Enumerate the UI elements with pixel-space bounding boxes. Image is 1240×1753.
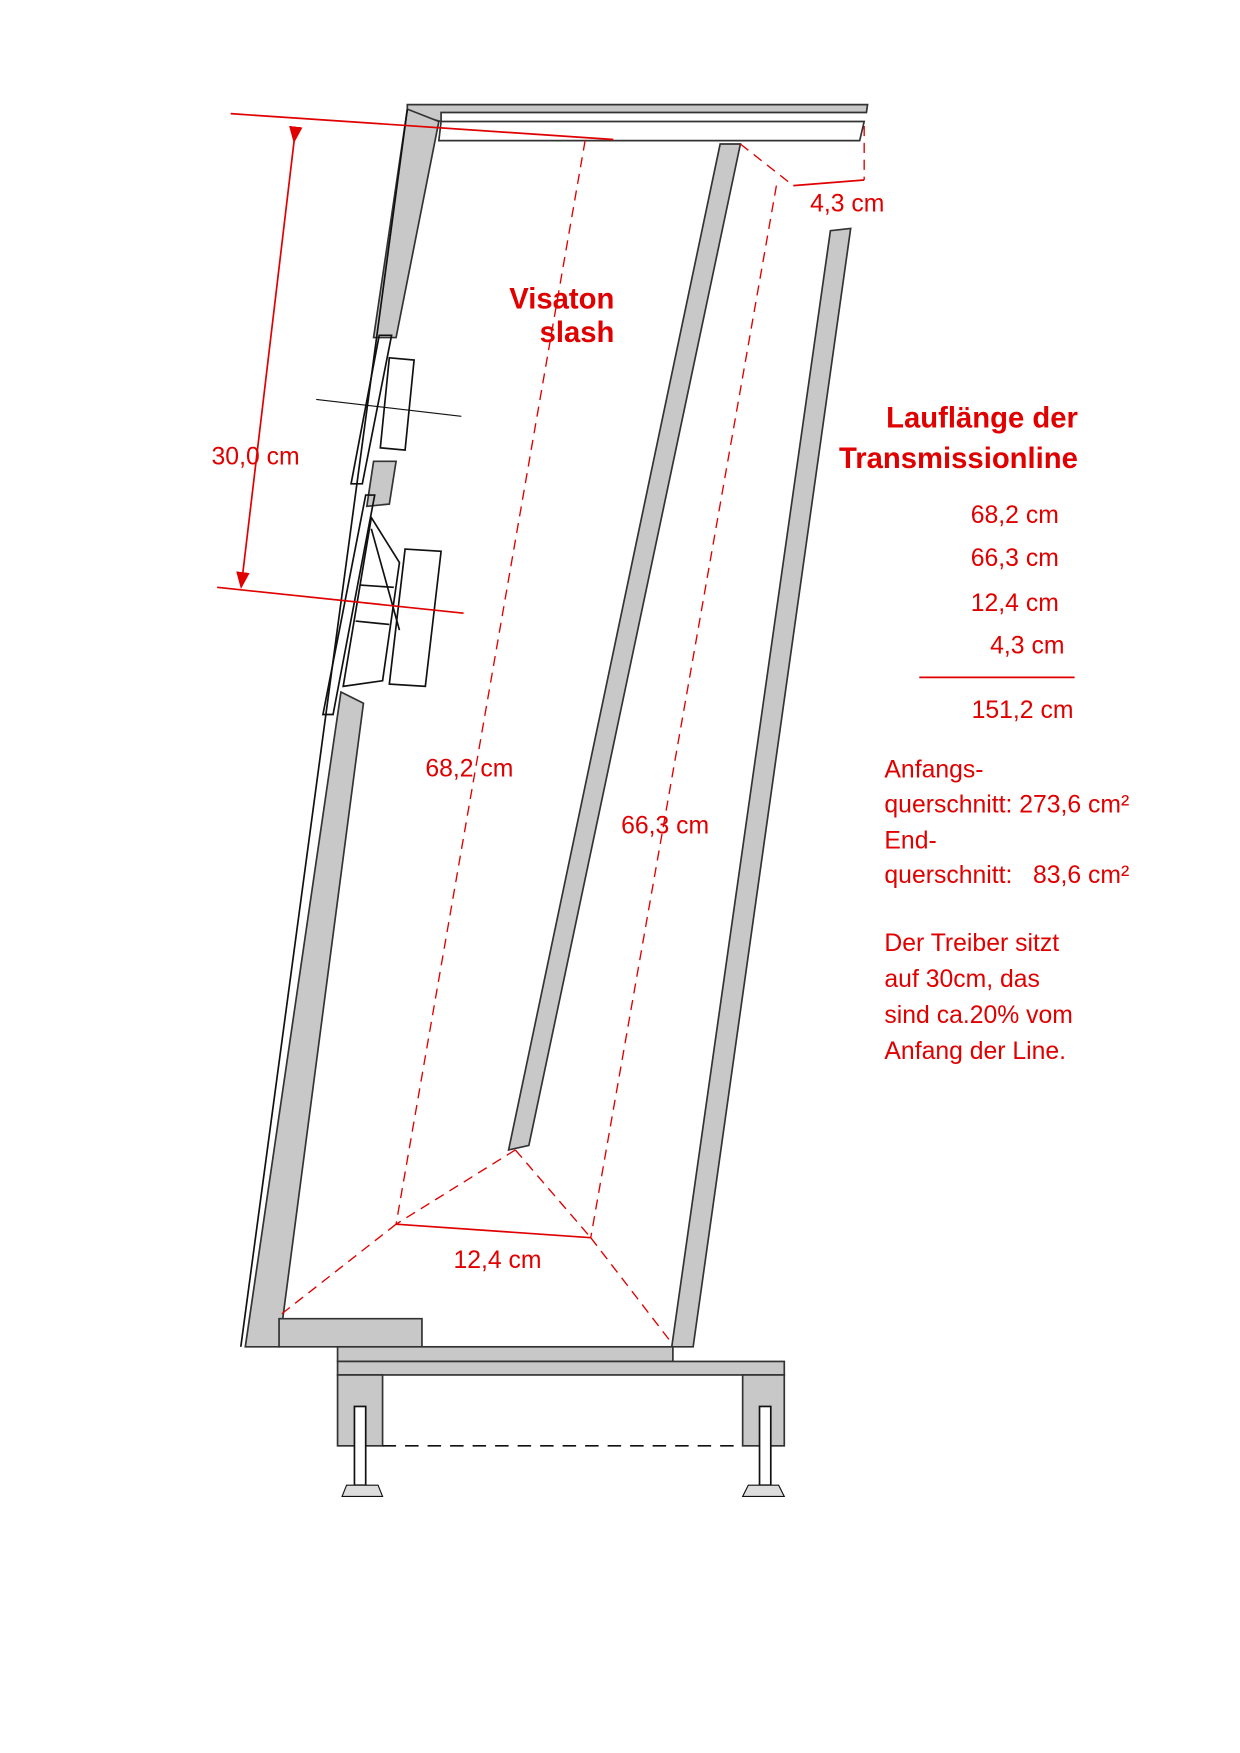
summary-value: 4,3 cm (990, 633, 1064, 660)
summary-heading-1: Lauflänge der (886, 403, 1078, 435)
summary-value: 66,3 cm (971, 545, 1059, 572)
summary-heading-2: Transmissionline (839, 443, 1078, 475)
fold-line (280, 1223, 397, 1315)
summary-value: 12,4 cm (971, 590, 1059, 617)
title-line-2: slash (540, 317, 615, 349)
left-wall-lower (244, 690, 365, 1348)
top-reference-line (230, 112, 614, 141)
foot-right (741, 1484, 786, 1498)
note-line: auf 30cm, das (884, 966, 1039, 993)
drivers (316, 334, 462, 716)
note-line: sind ca.20% vom (884, 1002, 1072, 1029)
title-line-1: Visaton (509, 283, 614, 315)
segment3-label: 12,4 cm (453, 1247, 541, 1274)
driver-note: Der Treiber sitzt auf 30cm, das sind ca.… (884, 930, 1072, 1065)
bolt-right (758, 1405, 772, 1487)
base-plate (336, 1345, 674, 1363)
bottom-block (278, 1317, 423, 1348)
segment2-label: 66,3 cm (621, 813, 709, 840)
segment4-label: 4,3 cm (810, 191, 884, 218)
length-summary: Lauflänge der Transmissionline 68,2 cm 6… (839, 403, 1078, 724)
cross-section-line: End- (884, 827, 936, 854)
woofer (321, 494, 443, 716)
line-segment-4 (793, 179, 865, 187)
cabinet (239, 103, 869, 1498)
fold-line (739, 143, 794, 187)
note-line: Anfang der Line. (884, 1038, 1066, 1065)
summary-value: 68,2 cm (971, 502, 1059, 529)
driver-reference-line (217, 586, 464, 615)
right-wall (670, 227, 852, 1348)
fold-line (590, 1237, 674, 1345)
note-line: Der Treiber sitzt (884, 930, 1059, 957)
cross-section-line: Anfangs- (884, 756, 983, 783)
line-segment-1 (395, 140, 586, 1225)
foot-left (341, 1484, 384, 1498)
tweeter (316, 334, 462, 508)
driver-height-arrow (236, 125, 303, 589)
top-panel-inner (437, 120, 866, 142)
left-wall-upper (372, 107, 440, 339)
bolt-left (353, 1405, 367, 1487)
segment1-label: 68,2 cm (425, 755, 513, 782)
cross-section-line: querschnitt: 83,6 cm² (884, 862, 1129, 889)
cross-section-line: querschnitt: 273,6 cm² (884, 791, 1129, 818)
fold-line (395, 1149, 516, 1225)
divider-panel (507, 143, 742, 1152)
left-wall-outer-line (239, 109, 409, 1347)
measurements (217, 112, 865, 1345)
line-segment-3 (396, 1223, 591, 1239)
cross-section-info: Anfangs- querschnitt: 273,6 cm² End- que… (884, 756, 1129, 889)
driver-height-label: 30,0 cm (212, 444, 300, 471)
base-frame (336, 1360, 786, 1376)
line-segment-2 (590, 185, 778, 1238)
fold-line (514, 1149, 592, 1239)
summary-total: 151,2 cm (972, 697, 1074, 724)
top-panel (406, 103, 869, 123)
